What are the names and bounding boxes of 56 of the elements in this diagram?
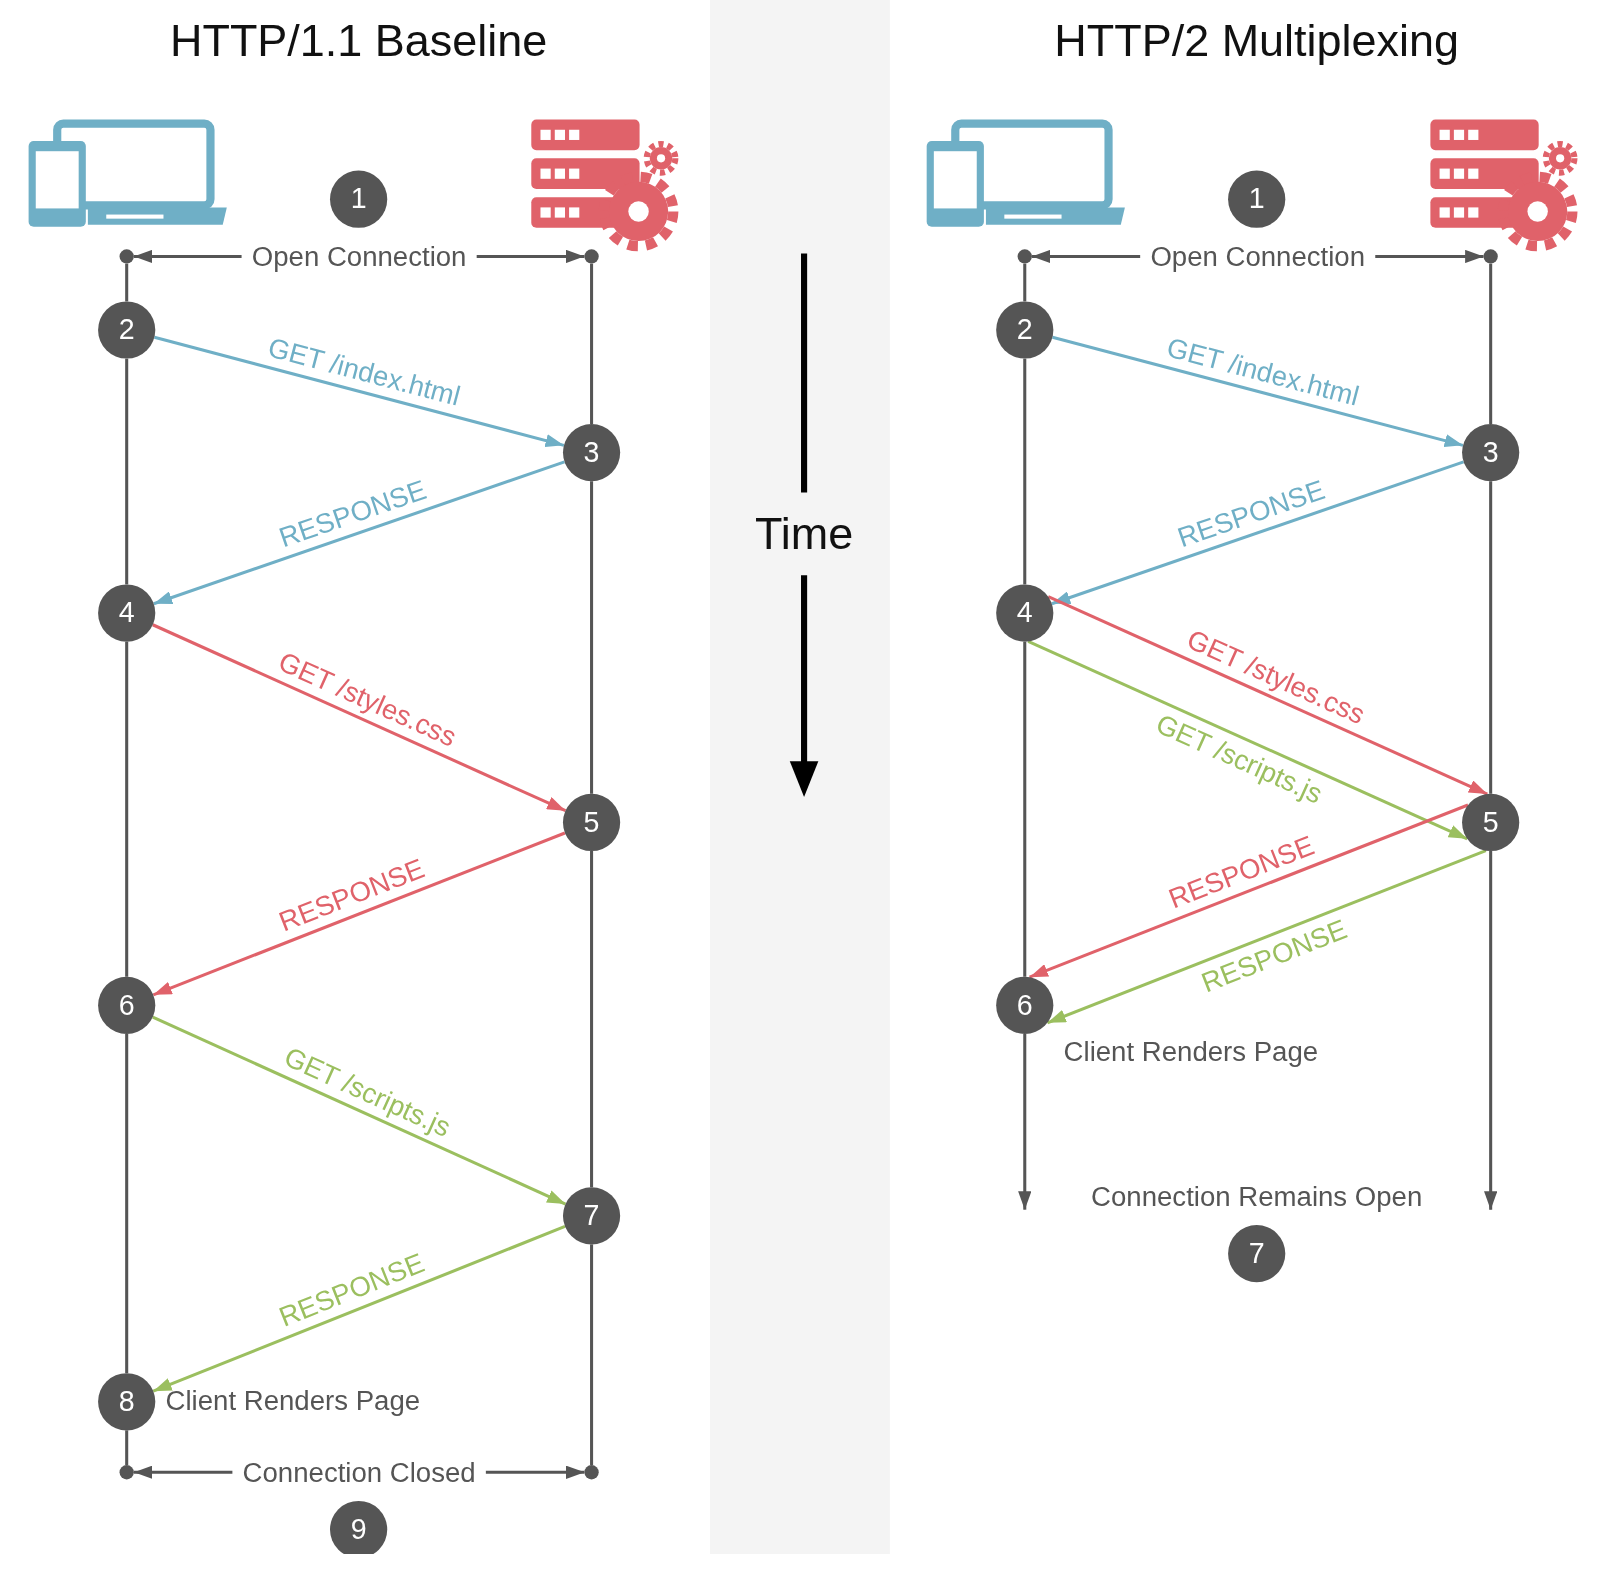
lifeline [1489, 481, 1493, 794]
step-number: 6 [98, 976, 156, 1034]
step-number: 9 [330, 1500, 388, 1554]
arrow [1052, 335, 1464, 449]
step-number: 3 [1462, 424, 1520, 482]
lifeline-arrow [1484, 851, 1498, 1210]
lifeline [125, 263, 129, 302]
step-number: 1 [1228, 170, 1286, 228]
endpoint-dot [584, 249, 599, 264]
lifeline [590, 851, 594, 1188]
lifeline [1489, 263, 1493, 424]
step-caption: Client Renders Page [165, 1385, 421, 1418]
lifeline [125, 1033, 129, 1374]
lifeline [590, 263, 594, 424]
arrow [1047, 595, 1488, 796]
arrow [1027, 640, 1468, 841]
arrow [1051, 460, 1465, 606]
arrow [152, 1015, 567, 1206]
step-number: 5 [1462, 793, 1520, 852]
time-label: Time [754, 507, 854, 559]
endpoint-dot [119, 1465, 134, 1480]
step-number: 5 [562, 793, 621, 852]
step-number: 8 [98, 1373, 156, 1431]
lifeline-arrow [1018, 1033, 1032, 1210]
lifeline [1023, 641, 1027, 977]
endpoint-dot [1483, 249, 1498, 264]
endpoint-dot [584, 1465, 599, 1480]
lifeline [125, 358, 129, 585]
arrow [152, 1225, 566, 1393]
endpoint-dot [119, 249, 134, 264]
arrow [152, 623, 567, 813]
arrow [154, 335, 565, 449]
arrow [1046, 849, 1487, 1025]
step-number: 3 [562, 424, 621, 482]
lifeline [1023, 358, 1027, 585]
lifeline [1023, 263, 1027, 302]
status-note: Connection Remains Open [1091, 1181, 1423, 1214]
step-caption: Client Renders Page [1063, 1036, 1319, 1069]
panel-title: HTTP/2 Multiplexing [1054, 15, 1460, 67]
step-number: 7 [562, 1187, 621, 1245]
step-number: 7 [1228, 1225, 1286, 1283]
lifeline [125, 1430, 129, 1466]
arrow [1029, 803, 1469, 979]
step-number: 1 [330, 170, 388, 228]
arrow [152, 831, 566, 997]
lifeline [590, 1244, 594, 1466]
step-number: 4 [98, 584, 156, 642]
step-number: 4 [996, 584, 1054, 642]
lifeline [590, 481, 594, 794]
panel-title: HTTP/1.1 Baseline [169, 15, 548, 67]
step-number: 2 [996, 301, 1054, 359]
lifeline [125, 641, 129, 977]
endpoint-dot [1017, 249, 1032, 264]
arrow [153, 460, 565, 606]
step-number: 2 [98, 301, 156, 359]
step-number: 6 [996, 976, 1054, 1034]
